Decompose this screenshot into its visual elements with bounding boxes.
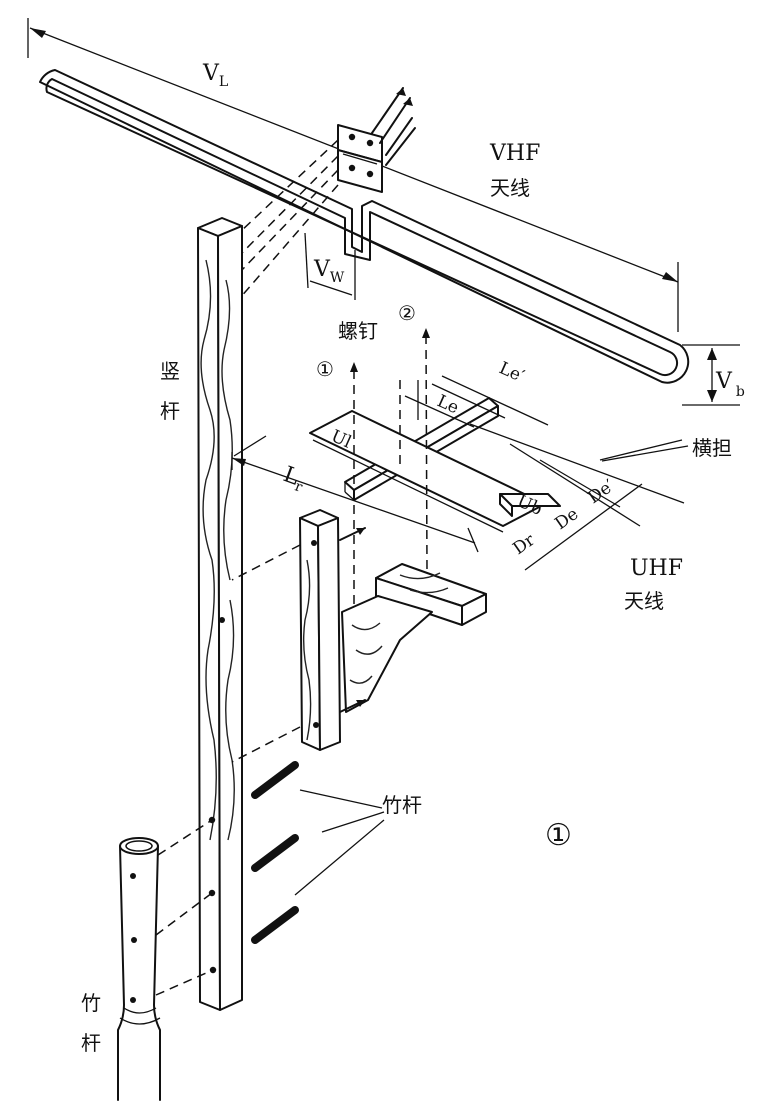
- vertical-pole-label-2: 杆: [160, 399, 180, 423]
- marker-1: ①: [316, 357, 334, 381]
- crossarm-label: 横担: [692, 436, 732, 460]
- le-prime-label: Le′: [496, 358, 527, 387]
- vl-label: VL: [202, 61, 228, 90]
- short-block: [231, 509, 341, 763]
- mounting-clamp: [337, 87, 416, 193]
- de-label: De: [551, 504, 582, 534]
- leader-lines: [601, 445, 689, 462]
- bamboo-pole-label-left-1: 竹: [81, 991, 101, 1015]
- vhf-outer-loop: [39, 69, 690, 384]
- lr-label: Lr: [279, 462, 309, 496]
- bamboo-pole-label-mid: 竹杆: [382, 793, 422, 817]
- vhf-label-line2: 天线: [490, 176, 530, 200]
- vw-ext-left: [304, 232, 309, 289]
- vertical-pole-label-1: 竖: [160, 359, 180, 383]
- bracket: [339, 527, 487, 713]
- clamp-guides: [239, 139, 339, 299]
- bamboo-pole-label-left-2: 杆: [81, 1031, 101, 1055]
- uhf-label-line2: 天线: [624, 589, 664, 613]
- vb-dimension: [682, 344, 740, 406]
- bamboo-pole: [117, 819, 214, 1101]
- vertical-pole: [197, 217, 243, 1011]
- vhf-inner-loop: [45, 78, 679, 377]
- figure-number: ①: [545, 818, 572, 853]
- dr-label: Dr: [509, 530, 539, 559]
- uhf-label-line1: UHF: [630, 556, 683, 581]
- marker-2: ②: [398, 301, 416, 325]
- nails: [251, 761, 385, 944]
- vhf-label-line1: VHF: [489, 141, 540, 166]
- vw-dimension: [309, 280, 353, 296]
- screw-guides: [350, 328, 430, 625]
- vw-label: VW: [313, 257, 345, 286]
- screw-label: 螺钉: [338, 319, 378, 343]
- vhf-antenna: [39, 69, 690, 384]
